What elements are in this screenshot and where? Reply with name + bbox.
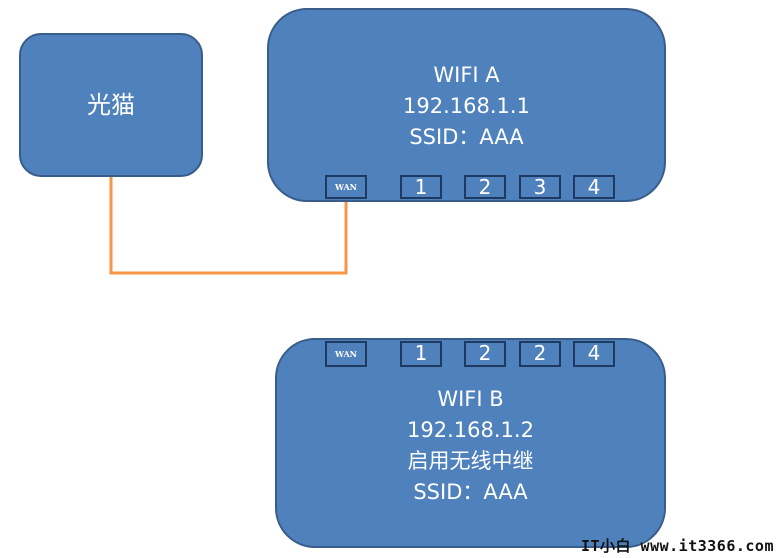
- router-a-port-2: 2: [464, 175, 506, 199]
- router-a-port-4: 4: [573, 175, 615, 199]
- router-b-ip: 192.168.1.2: [407, 418, 534, 442]
- router-a-ip: 192.168.1.1: [403, 94, 530, 118]
- router-b-port-4: 4: [573, 341, 615, 367]
- router-a-port-3: 3: [519, 175, 561, 199]
- router-b-ssid: SSID：AAA: [413, 480, 528, 504]
- router-a-port-wan: WAN: [325, 175, 367, 199]
- router-a-name: WIFI A: [433, 63, 500, 87]
- router-b-port-1: 1: [400, 341, 442, 367]
- router-a-info: WIFI A 192.168.1.1 SSID：AAA: [269, 60, 664, 153]
- router-b-name: WIFI B: [437, 387, 504, 411]
- router-b-port-2: 2: [464, 341, 506, 367]
- optical-modem: 光猫: [19, 33, 203, 177]
- cable-line: [109, 177, 348, 275]
- router-a-ssid: SSID：AAA: [409, 125, 524, 149]
- router-b-port-wan: WAN: [325, 341, 367, 367]
- router-wifi-b: WIFI B 192.168.1.2 启用无线中继 SSID：AAA: [275, 338, 666, 548]
- modem-label: 光猫: [87, 91, 135, 119]
- router-b-info: WIFI B 192.168.1.2 启用无线中继 SSID：AAA: [277, 384, 664, 508]
- router-b-mode: 启用无线中继: [407, 449, 534, 473]
- watermark: IT小白 www.it3366.com: [580, 537, 774, 555]
- router-b-port-3: 2: [519, 341, 561, 367]
- router-a-port-1: 1: [400, 175, 442, 199]
- router-wifi-a: WIFI A 192.168.1.1 SSID：AAA: [267, 8, 666, 202]
